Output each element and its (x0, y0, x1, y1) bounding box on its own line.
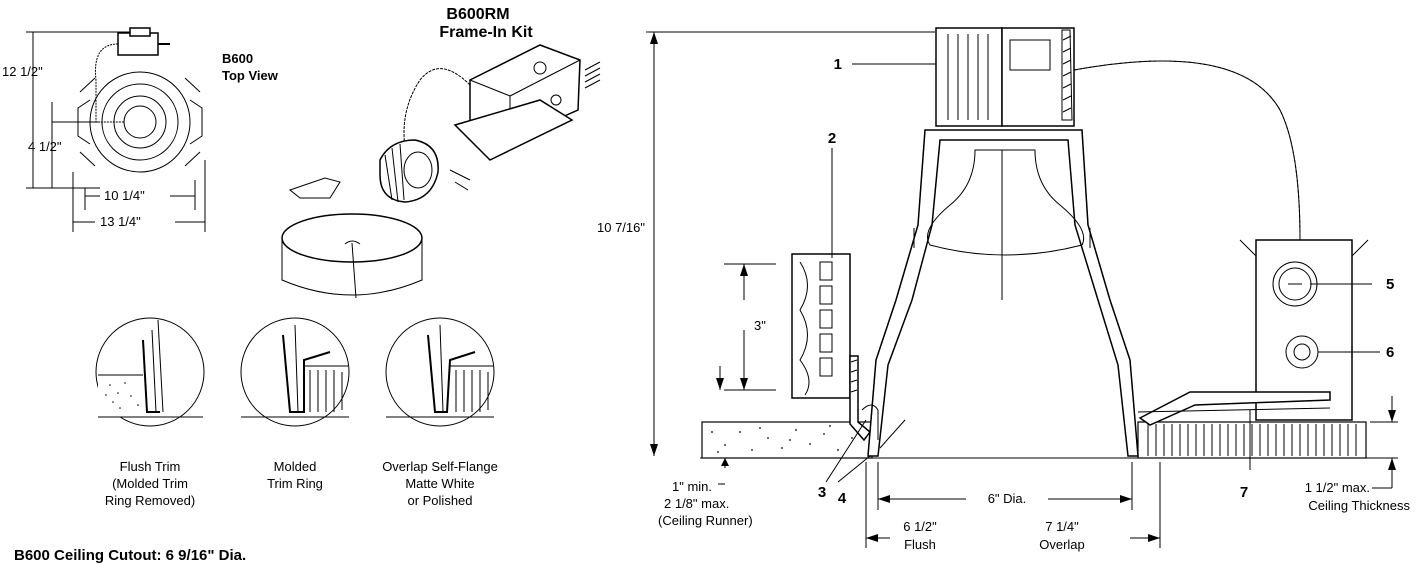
runner-dim-line3: (Ceiling Runner) (658, 513, 753, 528)
total-height-dim: 10 7/16" (597, 220, 645, 235)
callout-6: 6 (1386, 344, 1394, 361)
trim-detail-overlap (385, 317, 495, 427)
trim-label-molded-line2: Trim Ring (267, 476, 323, 491)
top-view-inner-width-dim: 10 1/4" (104, 188, 145, 203)
trim-label-overlap-line2: Matte White (405, 476, 474, 491)
callout-3: 3 (818, 484, 826, 501)
top-view-title-line1: B600 (222, 51, 253, 66)
frame-kit-title-line2: Frame-In Kit (439, 24, 533, 41)
top-view-title-line2: Top View (222, 68, 279, 83)
ceiling-thickness-line2: Ceiling Thickness (1308, 498, 1410, 513)
callout-5: 5 (1386, 276, 1394, 293)
flush-dim-line2: Flush (904, 537, 936, 552)
overlap-dim-line2: Overlap (1039, 537, 1085, 552)
ceiling-cutout-label: B600 Ceiling Cutout: 6 9/16" Dia. (14, 547, 246, 564)
top-view-height-dim: 12 1/2" (2, 64, 43, 79)
trim-label-overlap-line3: or Polished (407, 493, 472, 508)
diameter-dim: 6" Dia. (988, 491, 1027, 506)
frame-kit-title-line1: B600RM (446, 6, 509, 23)
top-view-outer-width-dim: 13 1/4" (100, 214, 141, 229)
callout-2: 2 (828, 130, 836, 147)
trim-detail-molded (240, 317, 350, 427)
frame-kit-drawing (281, 44, 601, 299)
top-view-inner-height-dim: 4 1/2" (28, 139, 62, 154)
overlap-dim-line1: 7 1/4" (1045, 519, 1079, 534)
runner-dim-line1: 1" min. (672, 479, 712, 494)
callout-4: 4 (838, 490, 847, 507)
trim-label-flush-line3: Ring Removed) (105, 493, 195, 508)
trim-detail-flush (95, 317, 205, 427)
callout-7: 7 (1240, 484, 1248, 501)
runner-dim-line2: 2 1/8" max. (664, 496, 729, 511)
top-view-drawing (26, 27, 206, 232)
trim-label-molded-line1: Molded (274, 459, 317, 474)
ceiling-thickness-line1: 1 1/2" max. (1305, 480, 1370, 495)
callout-1: 1 (834, 56, 842, 73)
side-view-drawing (646, 27, 1398, 548)
flush-dim-line1: 6 1/2" (903, 519, 937, 534)
trim-label-flush-line1: Flush Trim (120, 459, 181, 474)
trim-label-overlap-line1: Overlap Self-Flange (382, 459, 498, 474)
bracket-height-dim: 3" (754, 318, 766, 333)
trim-label-flush-line2: (Molded Trim (112, 476, 188, 491)
